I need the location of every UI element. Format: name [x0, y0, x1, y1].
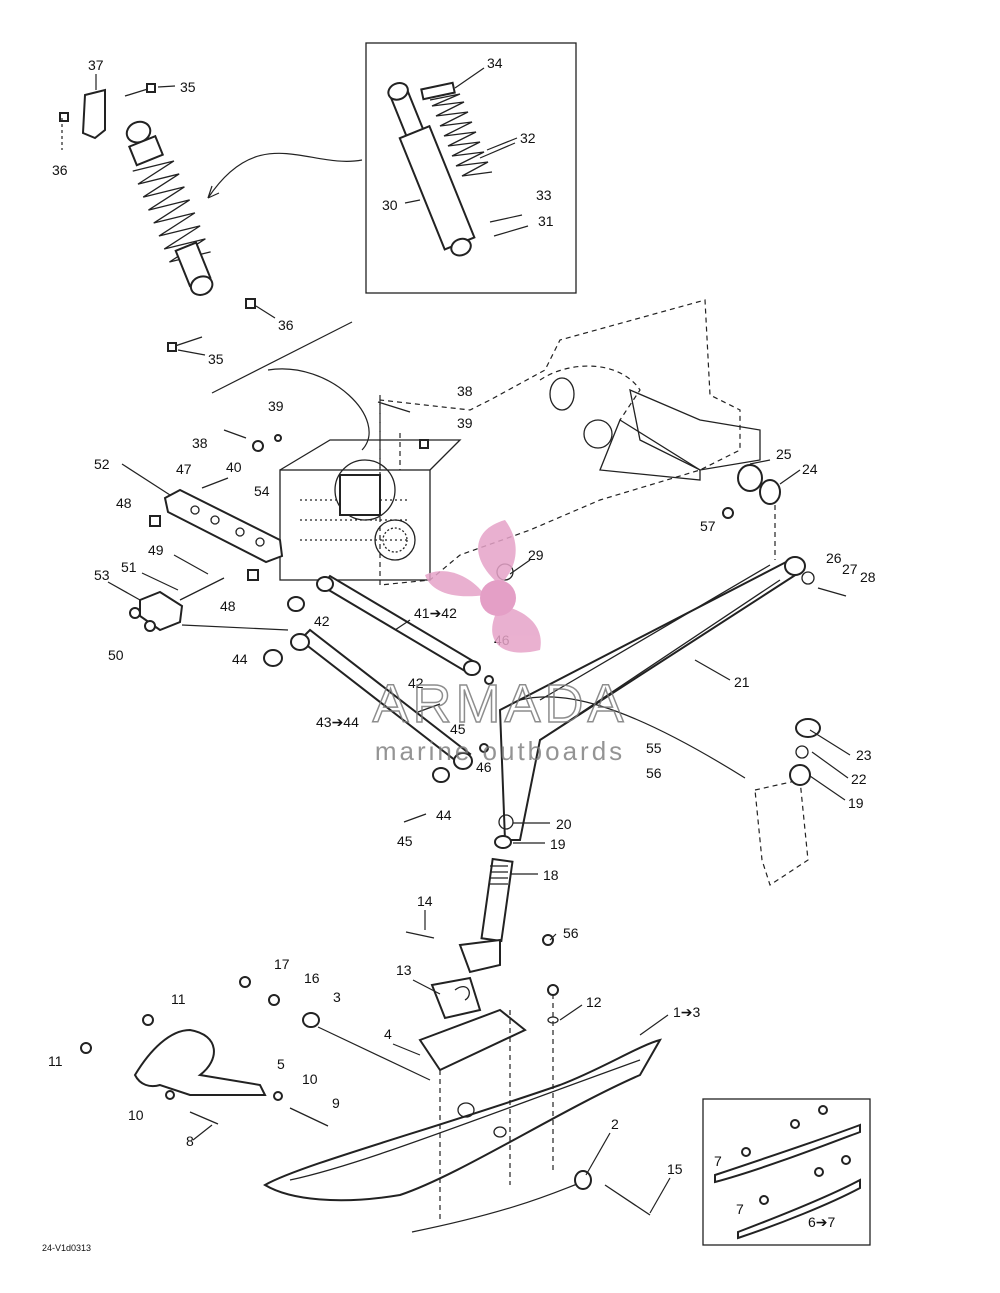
label-45a: 45	[450, 721, 466, 737]
label-57: 57	[700, 518, 716, 534]
label-41-42: 41➔42	[414, 605, 457, 621]
label-6-7: 6➔7	[808, 1214, 836, 1230]
label-54: 54	[254, 483, 270, 499]
label-35b: 35	[208, 351, 224, 367]
label-18: 18	[543, 867, 559, 883]
label-11b: 11	[48, 1053, 63, 1069]
label-19a: 19	[848, 795, 864, 811]
ski	[263, 984, 663, 1233]
leader-lines	[95, 74, 851, 1214]
label-16: 16	[304, 970, 320, 986]
label-48a: 48	[116, 495, 132, 511]
label-38a: 38	[457, 383, 473, 399]
label-45b: 45	[397, 833, 413, 849]
label-27: 27	[842, 561, 858, 577]
label-35a: 35	[180, 79, 196, 95]
label-53: 53	[94, 567, 110, 583]
label-50: 50	[108, 647, 124, 663]
label-39a: 39	[268, 398, 284, 414]
label-46b: 46	[476, 759, 492, 775]
label-51: 51	[121, 559, 137, 575]
label-14: 14	[417, 893, 433, 909]
label-29: 29	[528, 547, 544, 563]
label-34: 34	[487, 55, 503, 71]
label-42b: 42	[408, 675, 424, 691]
a-arms	[263, 574, 494, 823]
label-39b: 39	[457, 415, 473, 431]
label-37: 37	[88, 57, 104, 73]
shock-detail-inset	[365, 42, 577, 294]
watermark-brand: ARMADA	[372, 674, 627, 734]
label-43-44: 43➔44	[316, 714, 359, 730]
shock-absorber	[59, 83, 276, 356]
label-30: 30	[382, 197, 398, 213]
label-9: 9	[332, 1095, 340, 1111]
label-19b: 19	[550, 836, 566, 852]
ski-handle	[80, 976, 431, 1127]
ski-spindle	[405, 814, 554, 1020]
label-48b: 48	[220, 598, 236, 614]
label-31: 31	[538, 213, 554, 229]
label-10a: 10	[302, 1071, 318, 1087]
label-13: 13	[396, 962, 412, 978]
label-44a: 44	[232, 651, 248, 667]
label-22: 22	[851, 771, 867, 787]
label-44b: 44	[436, 807, 452, 823]
label-28: 28	[860, 569, 876, 585]
label-20: 20	[556, 816, 572, 832]
label-8: 8	[186, 1133, 194, 1149]
label-3: 3	[333, 989, 341, 1005]
label-40: 40	[226, 459, 242, 475]
label-25: 25	[776, 446, 792, 462]
label-15: 15	[667, 1161, 683, 1177]
label-55: 55	[646, 740, 662, 756]
label-12: 12	[586, 994, 602, 1010]
label-1-3: 1➔3	[673, 1004, 701, 1020]
label-56b: 56	[563, 925, 579, 941]
runner-detail-inset	[702, 1098, 871, 1246]
label-47: 47	[176, 461, 192, 477]
label-52: 52	[94, 456, 110, 472]
label-42a: 42	[314, 613, 330, 629]
label-49: 49	[148, 542, 164, 558]
label-36a: 36	[52, 162, 68, 178]
label-21: 21	[734, 674, 750, 690]
label-24: 24	[802, 461, 818, 477]
label-17: 17	[274, 956, 290, 972]
label-5: 5	[277, 1056, 285, 1072]
label-38b: 38	[192, 435, 208, 451]
watermark-logo	[425, 520, 541, 653]
label-33: 33	[536, 187, 552, 203]
label-2: 2	[611, 1116, 619, 1132]
label-7a: 7	[714, 1153, 722, 1169]
label-4: 4	[384, 1026, 392, 1042]
front-bracket	[129, 401, 429, 632]
watermark-tagline: marine outboards	[375, 736, 625, 766]
label-11a: 11	[171, 991, 186, 1007]
label-7b: 7	[736, 1201, 744, 1217]
chassis-frame	[279, 299, 761, 586]
label-10b: 10	[128, 1107, 144, 1123]
diagram-code: 24-V1d0313	[42, 1243, 91, 1253]
label-32: 32	[520, 130, 536, 146]
label-23: 23	[856, 747, 872, 763]
label-36b: 36	[278, 317, 294, 333]
label-56a: 56	[646, 765, 662, 781]
label-26: 26	[826, 550, 842, 566]
trailing-arm	[496, 464, 847, 886]
